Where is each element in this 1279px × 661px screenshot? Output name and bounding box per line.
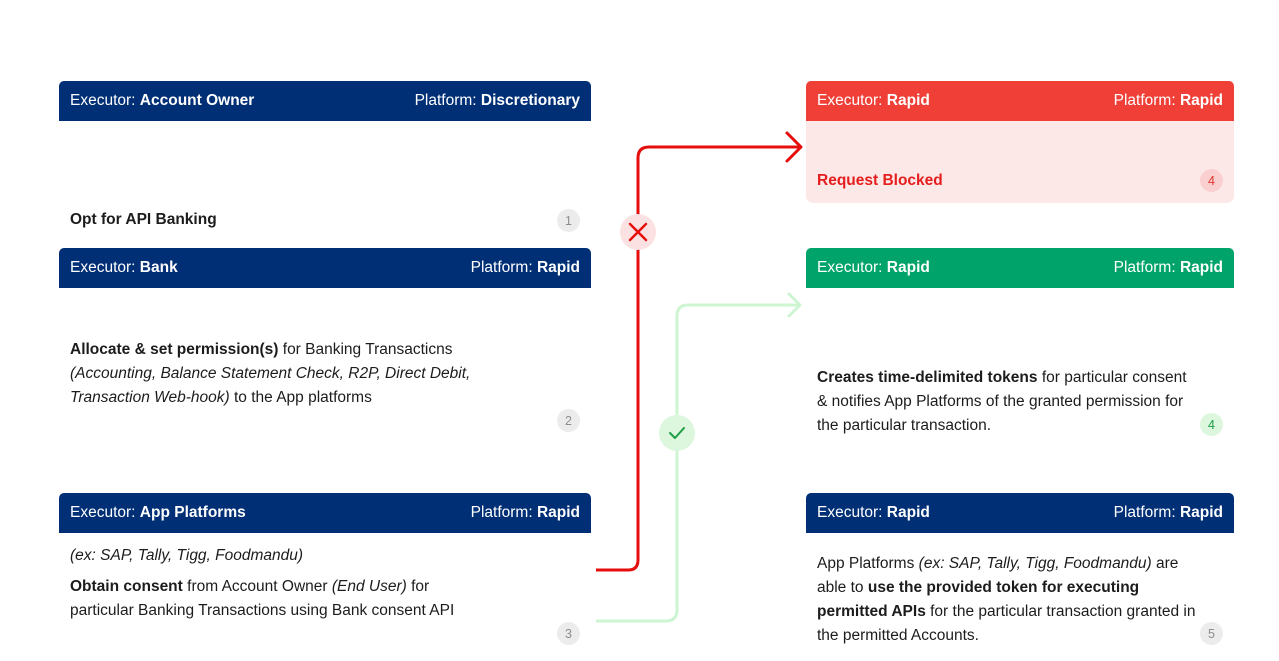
card-header: Executor: Account Owner Platform: Discre… [59,81,591,121]
executor: Executor: Rapid [817,259,930,276]
executor: Executor: Rapid [817,92,930,109]
card-body: Opt for API Banking 1 [59,121,591,241]
executor: Executor: App Platforms [70,504,246,521]
step-card-opt-api-banking: Executor: Account Owner Platform: Discre… [59,81,591,241]
executor: Executor: Bank [70,259,178,276]
card-header: Executor: Rapid Platform: Rapid [806,493,1234,533]
step-card-obtain-consent: Executor: App Platforms Platform: Rapid … [59,493,591,661]
step-card-allocate-permissions: Executor: Bank Platform: Rapid Allocate … [59,248,591,488]
step-card-request-blocked: Executor: Rapid Platform: Rapid Request … [806,81,1234,203]
example-platforms: (ex: SAP, Tally, Tigg, Foodmandu) [70,547,304,564]
reject-arrowhead [785,131,803,163]
card-description: Creates time-delimited tokens for partic… [817,369,1187,434]
step-card-create-tokens: Executor: Rapid Platform: Rapid Creates … [806,248,1234,488]
step-badge: 4 [1200,169,1223,192]
reject-connector [596,145,800,572]
step-badge: 5 [1200,622,1223,645]
platform: Platform: Discretionary [414,92,580,109]
card-title: Request Blocked [817,172,943,189]
platform: Platform: Rapid [470,259,580,276]
card-header: Executor: Rapid Platform: Rapid [806,81,1234,121]
check-icon [659,415,695,451]
card-description: Obtain consent from Account Owner (End U… [70,578,455,619]
step-badge: 3 [557,622,580,645]
executor: Executor: Rapid [817,504,930,521]
step-badge: 2 [557,409,580,432]
step-badge: 4 [1200,413,1223,436]
card-body: Allocate & set permission(s) for Banking… [59,288,591,488]
platform: Platform: Rapid [1113,504,1223,521]
platform: Platform: Rapid [1113,259,1223,276]
step-badge: 1 [557,209,580,232]
card-body: App Platforms (ex: SAP, Tally, Tigg, Foo… [806,533,1234,661]
card-body: Request Blocked 4 [806,121,1234,203]
platform: Platform: Rapid [470,504,580,521]
card-description: App Platforms (ex: SAP, Tally, Tigg, Foo… [817,555,1196,644]
card-header: Executor: App Platforms Platform: Rapid [59,493,591,533]
executor: Executor: Account Owner [70,92,255,109]
card-body: Creates time-delimited tokens for partic… [806,288,1234,488]
card-body: (ex: SAP, Tally, Tigg, Foodmandu) Obtain… [59,533,591,661]
approve-connector [596,303,800,623]
card-header: Executor: Rapid Platform: Rapid [806,248,1234,288]
step-card-use-token: Executor: Rapid Platform: Rapid App Plat… [806,493,1234,661]
platform: Platform: Rapid [1113,92,1223,109]
approve-arrowhead [787,292,802,318]
x-icon [620,214,656,250]
card-title: Opt for API Banking [70,211,217,228]
card-header: Executor: Bank Platform: Rapid [59,248,591,288]
card-description: Allocate & set permission(s) for Banking… [70,341,471,406]
